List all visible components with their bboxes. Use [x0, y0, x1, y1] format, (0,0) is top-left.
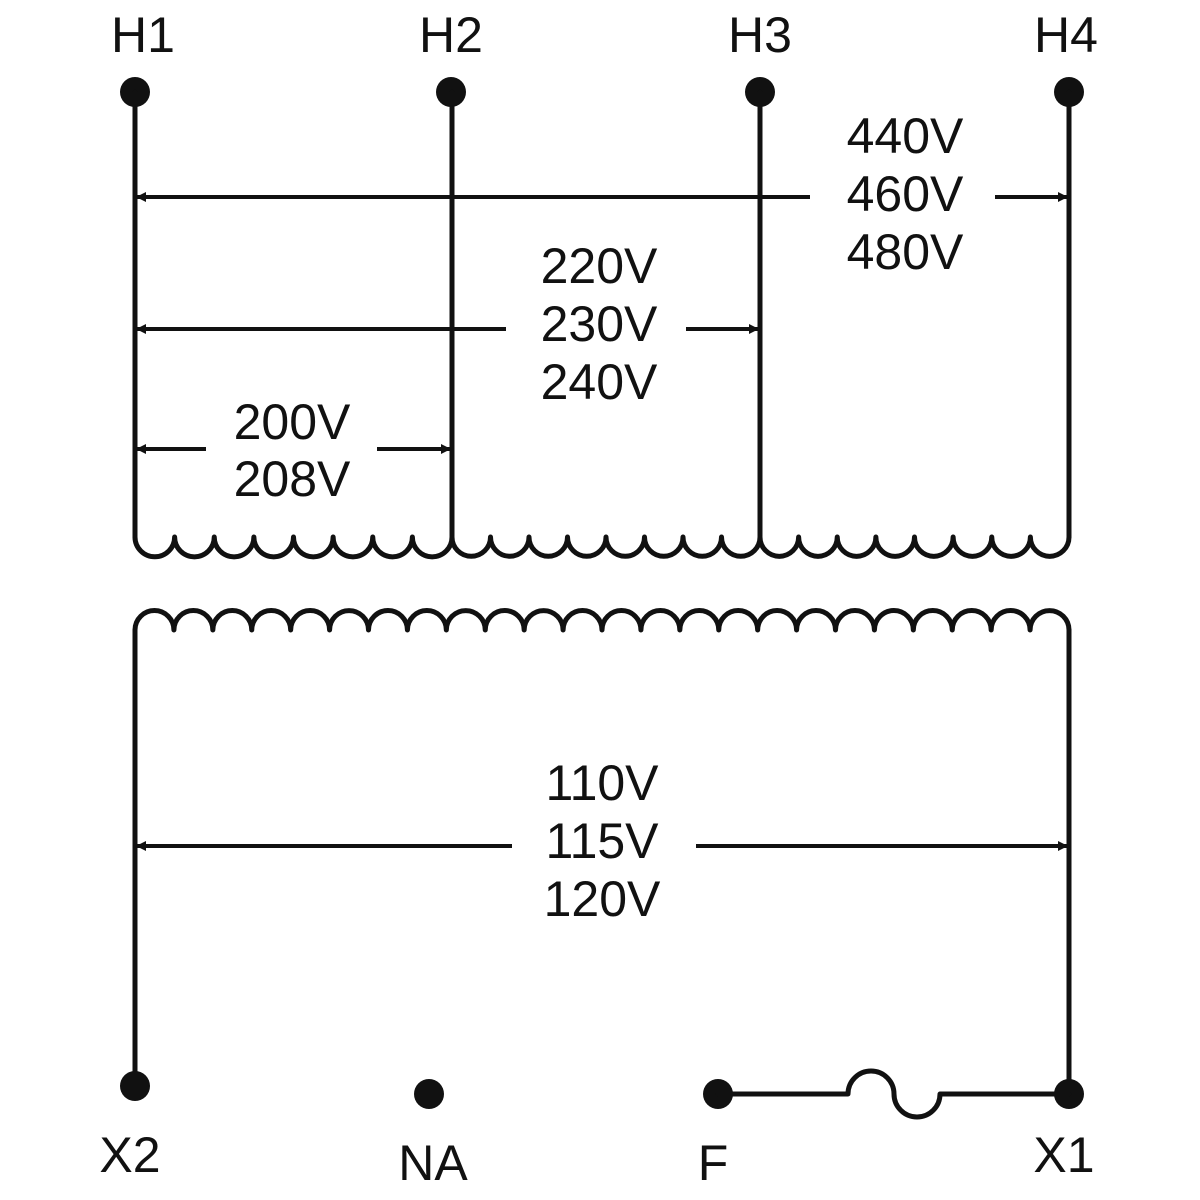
voltage-label-110v: 110V: [545, 755, 659, 811]
terminal-label-h1: H1: [111, 7, 175, 63]
terminal-label-h4: H4: [1034, 7, 1098, 63]
terminal-na-dot: [414, 1079, 444, 1109]
voltage-label-208v: 208V: [234, 451, 351, 507]
primary-winding-coil: [132, 534, 1072, 560]
terminal-label-x2: X2: [99, 1127, 160, 1183]
voltage-label-230v: 230V: [541, 296, 658, 352]
terminal-label-x1: X1: [1033, 1127, 1094, 1183]
fuse-symbol: [715, 1068, 1072, 1120]
voltage-label-440v: 440V: [847, 108, 964, 164]
voltage-label-220v: 220V: [541, 238, 658, 294]
terminal-label-na: NA: [398, 1135, 468, 1191]
voltage-label-480v: 480V: [847, 224, 964, 280]
terminal-label-h2: H2: [419, 7, 483, 63]
voltage-label-240v: 240V: [541, 354, 658, 410]
terminal-x2-dot: [120, 1071, 150, 1101]
voltage-label-120v: 120V: [544, 871, 661, 927]
voltage-label-460v: 460V: [847, 166, 964, 222]
secondary-winding-coil: [132, 608, 1072, 633]
voltage-label-115v: 115V: [545, 813, 659, 869]
terminal-label-f: F: [698, 1135, 729, 1191]
voltage-label-200v: 200V: [234, 394, 351, 450]
terminal-label-h3: H3: [728, 7, 792, 63]
